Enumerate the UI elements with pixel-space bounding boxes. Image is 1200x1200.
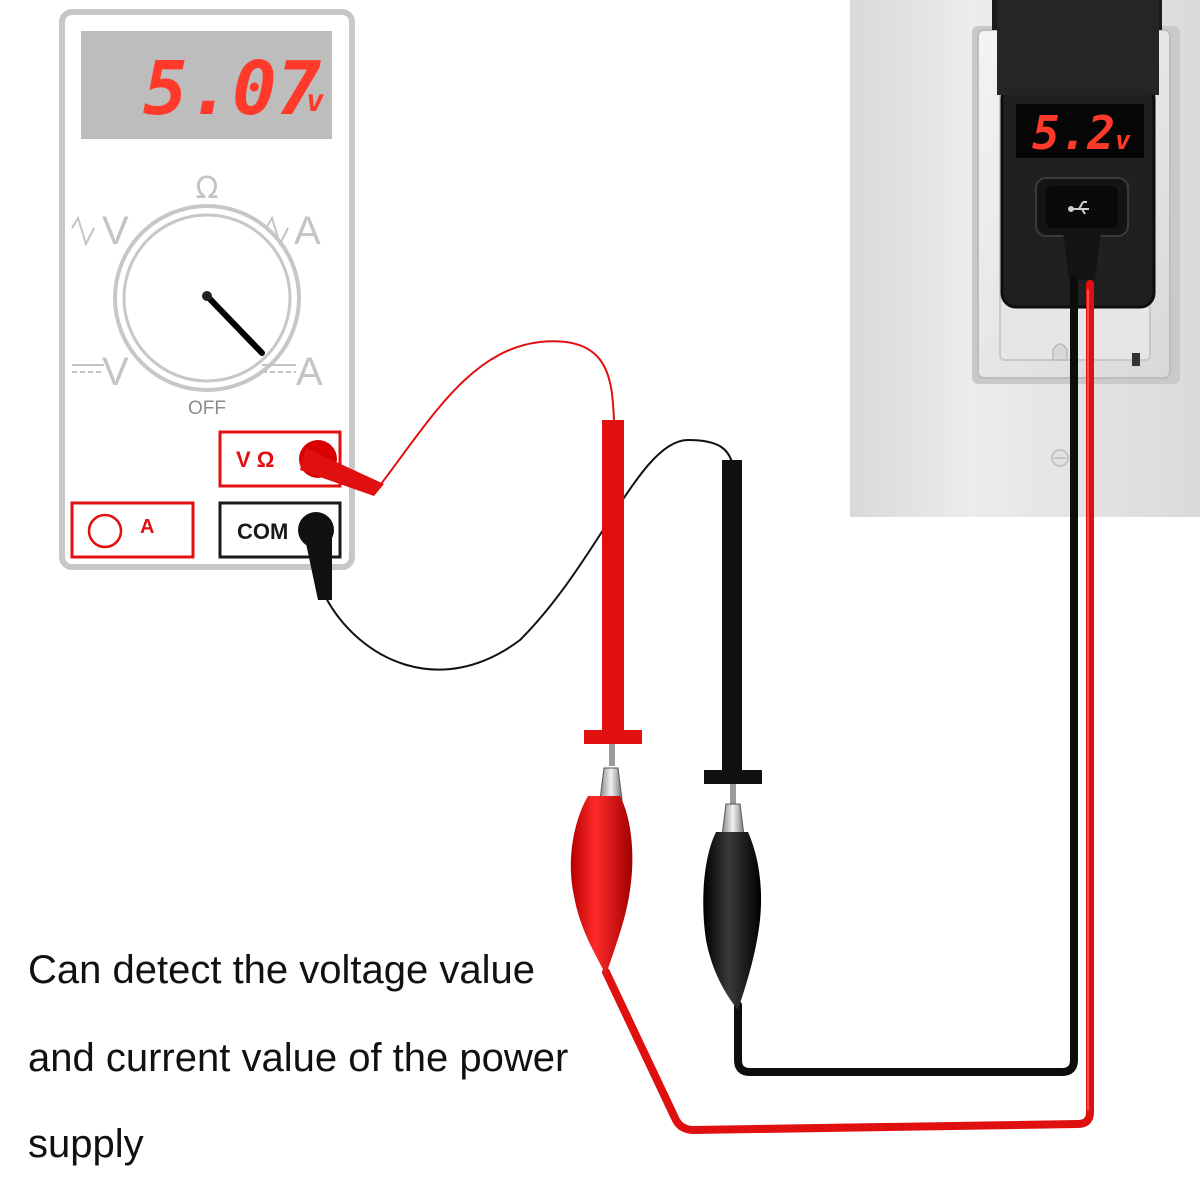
- black-probe: [704, 460, 762, 806]
- port-amp[interactable]: [70, 501, 195, 559]
- black-clip-boot: [703, 832, 762, 1010]
- usb-tester-display: [1016, 104, 1144, 158]
- black-probe-wire: [325, 438, 733, 671]
- dial-ring-outer: [113, 204, 301, 392]
- red-lead-to-usb: [602, 280, 1094, 1135]
- usb-cable-boot: [1063, 232, 1101, 280]
- usb-tester-reading: 5.2: [1032, 106, 1115, 160]
- multimeter-reading: 5.07: [143, 46, 322, 132]
- red-plug-boot: [300, 448, 384, 496]
- caption-line-3: supply: [28, 1122, 144, 1166]
- port-amp-jack: [87, 513, 123, 549]
- dial-label-off: OFF: [188, 398, 226, 419]
- wires: [325, 276, 1094, 1135]
- dial-label-ac-a: A: [294, 209, 321, 253]
- port-v-ohm-label: V Ω: [236, 447, 274, 472]
- usb-tester: 5.2 v: [992, 0, 1162, 309]
- black-plug-boot: [304, 534, 332, 600]
- caption-line-2: and current value of the power: [28, 1036, 569, 1080]
- port-com-label: COM: [237, 519, 288, 544]
- dial-pivot: [202, 291, 212, 301]
- multimeter-display: [81, 31, 332, 139]
- multimeter: 5.07 v Ω V A V A OFF V Ω A COM: [59, 9, 355, 570]
- dial-label-dc-a: A: [296, 350, 323, 394]
- multimeter-unit: v: [306, 84, 325, 119]
- ac-wave-icon: [71, 215, 289, 247]
- black-probe-handle: [722, 460, 742, 772]
- port-amp-label: A: [140, 516, 154, 538]
- red-probe-guard: [584, 730, 642, 744]
- black-clip-jaw: [721, 803, 745, 837]
- wall-ground-hole: [1052, 343, 1068, 361]
- red-alligator-clip: [570, 767, 633, 975]
- red-clip-jaw: [599, 767, 623, 801]
- caption-line-1: Can detect the voltage value: [28, 948, 536, 992]
- red-probe: [584, 420, 642, 766]
- dial-pointer[interactable]: [204, 293, 265, 356]
- usb-tester-top: [997, 0, 1159, 95]
- usb-tester-unit: v: [1115, 126, 1131, 156]
- red-plug: [299, 440, 384, 496]
- black-alligator-clip: [703, 803, 762, 1010]
- dial-label-dc-v: V: [102, 350, 129, 394]
- dial-label-ohm: Ω: [196, 171, 219, 206]
- black-probe-tip: [730, 784, 736, 806]
- outlet-slot: [1132, 353, 1140, 366]
- dial-label-ac-v: V: [102, 209, 129, 253]
- usb-icon: [1068, 201, 1089, 215]
- dc-line-icon: [72, 364, 296, 373]
- black-lead-to-usb: [734, 276, 1078, 1076]
- red-probe-tip: [609, 744, 615, 766]
- black-probe-guard: [704, 770, 762, 784]
- red-clip-boot: [570, 796, 633, 975]
- black-plug: [298, 512, 334, 600]
- usb-plug: [1046, 186, 1118, 228]
- red-probe-wire: [377, 340, 615, 489]
- red-probe-handle: [602, 420, 624, 732]
